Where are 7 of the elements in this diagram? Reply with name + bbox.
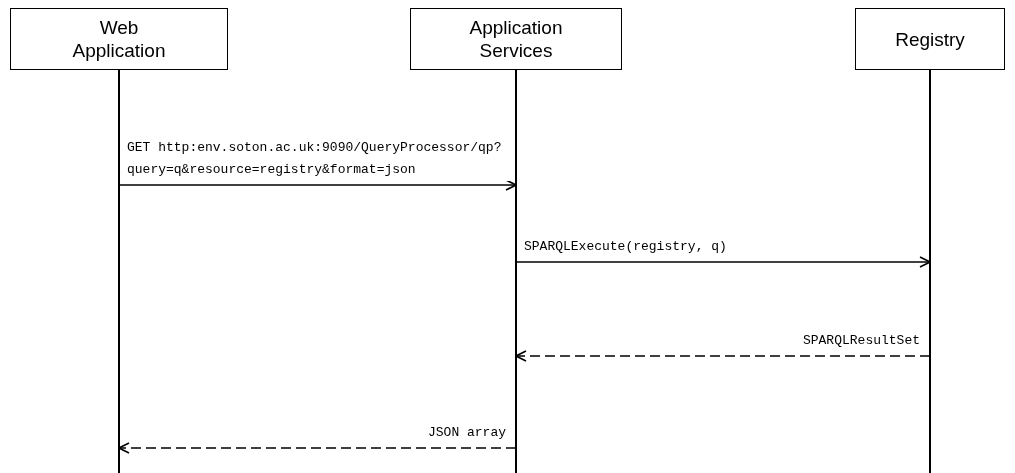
return-message-arrow (118, 442, 517, 454)
return-message-arrow (515, 350, 931, 362)
participant-name: Registry (894, 27, 966, 51)
participant-name: Web Application (71, 16, 167, 62)
participant-name: Application Services (468, 16, 564, 62)
message-arrow (118, 179, 517, 191)
message-arrow (515, 256, 931, 268)
